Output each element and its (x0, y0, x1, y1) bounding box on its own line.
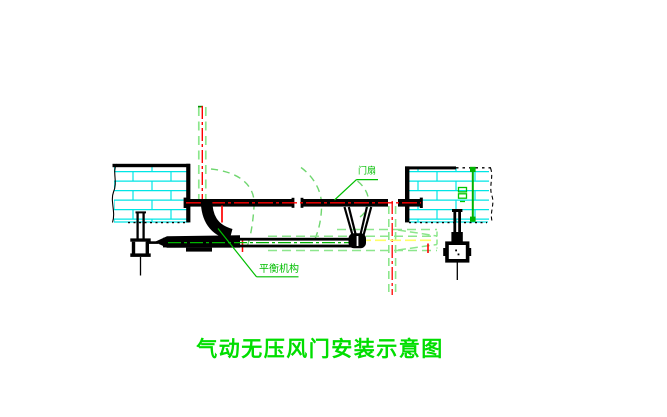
door-leaf-leader (334, 179, 357, 201)
left-bolt-side-a (131, 241, 136, 254)
right-bolt-nut (445, 241, 470, 263)
left-wall-brick-hatch (114, 165, 189, 223)
beam-top-edge (163, 237, 363, 241)
door-leaf-label: 门扇 (358, 165, 376, 177)
left-bolt-flange-top (130, 238, 151, 242)
beam-bottom-edge (163, 244, 363, 248)
right-wall-brick-hatch (409, 167, 489, 222)
jamb-marker-bottom (470, 216, 476, 222)
door-rail (183, 197, 423, 223)
rail-cap-right (419, 197, 423, 208)
frame-mark-upper (457, 186, 468, 193)
balance-mechanism-label: 平衡机构 (259, 262, 299, 275)
right-bolt-shaft-a (453, 209, 457, 233)
right-wall-top-edge (405, 166, 456, 170)
right-bolt-stem (451, 232, 463, 244)
left-bolt-flange-bottom (130, 253, 151, 257)
riser-pipe (197, 105, 207, 200)
drawing-title: 气动无压风门安装示意图 (195, 337, 444, 361)
right-wall-left-edge (405, 166, 410, 223)
left-bolt-side-b (145, 241, 149, 254)
right-bolt-cap (452, 209, 463, 212)
arm-tab (186, 247, 212, 252)
left-wall (111, 163, 191, 224)
right-bolt-shaft-b (458, 209, 461, 233)
right-bolt-dot-b (457, 253, 460, 256)
right-bolt-tab-b (467, 248, 472, 256)
label-balance-mechanism: 平衡机构 (217, 228, 299, 278)
right-bolt-dot-a (455, 249, 457, 252)
frame-mark-lower (457, 193, 468, 199)
phantom-cone-upper (397, 229, 438, 237)
swing-arc-inner (210, 168, 255, 248)
right-wall-break-line (489, 167, 494, 223)
right-bolt-tab-a (443, 248, 447, 256)
balance-leader (217, 228, 257, 278)
rail-cap-left (183, 197, 187, 208)
left-wall-break-line (111, 163, 117, 223)
left-anchor-bolt (130, 211, 151, 276)
lower-beam (163, 233, 366, 249)
left-wall-top-edge (112, 163, 190, 168)
right-anchor-bolt (443, 209, 472, 280)
hanger-bracket (343, 206, 373, 236)
elbow-pipe (200, 199, 233, 241)
right-wall (405, 166, 494, 224)
phantom-cone-lower (397, 243, 438, 251)
jamb-marker-top (470, 166, 476, 172)
label-door-leaf: 门扇 (334, 165, 378, 201)
left-wall-right-edge (186, 163, 191, 223)
